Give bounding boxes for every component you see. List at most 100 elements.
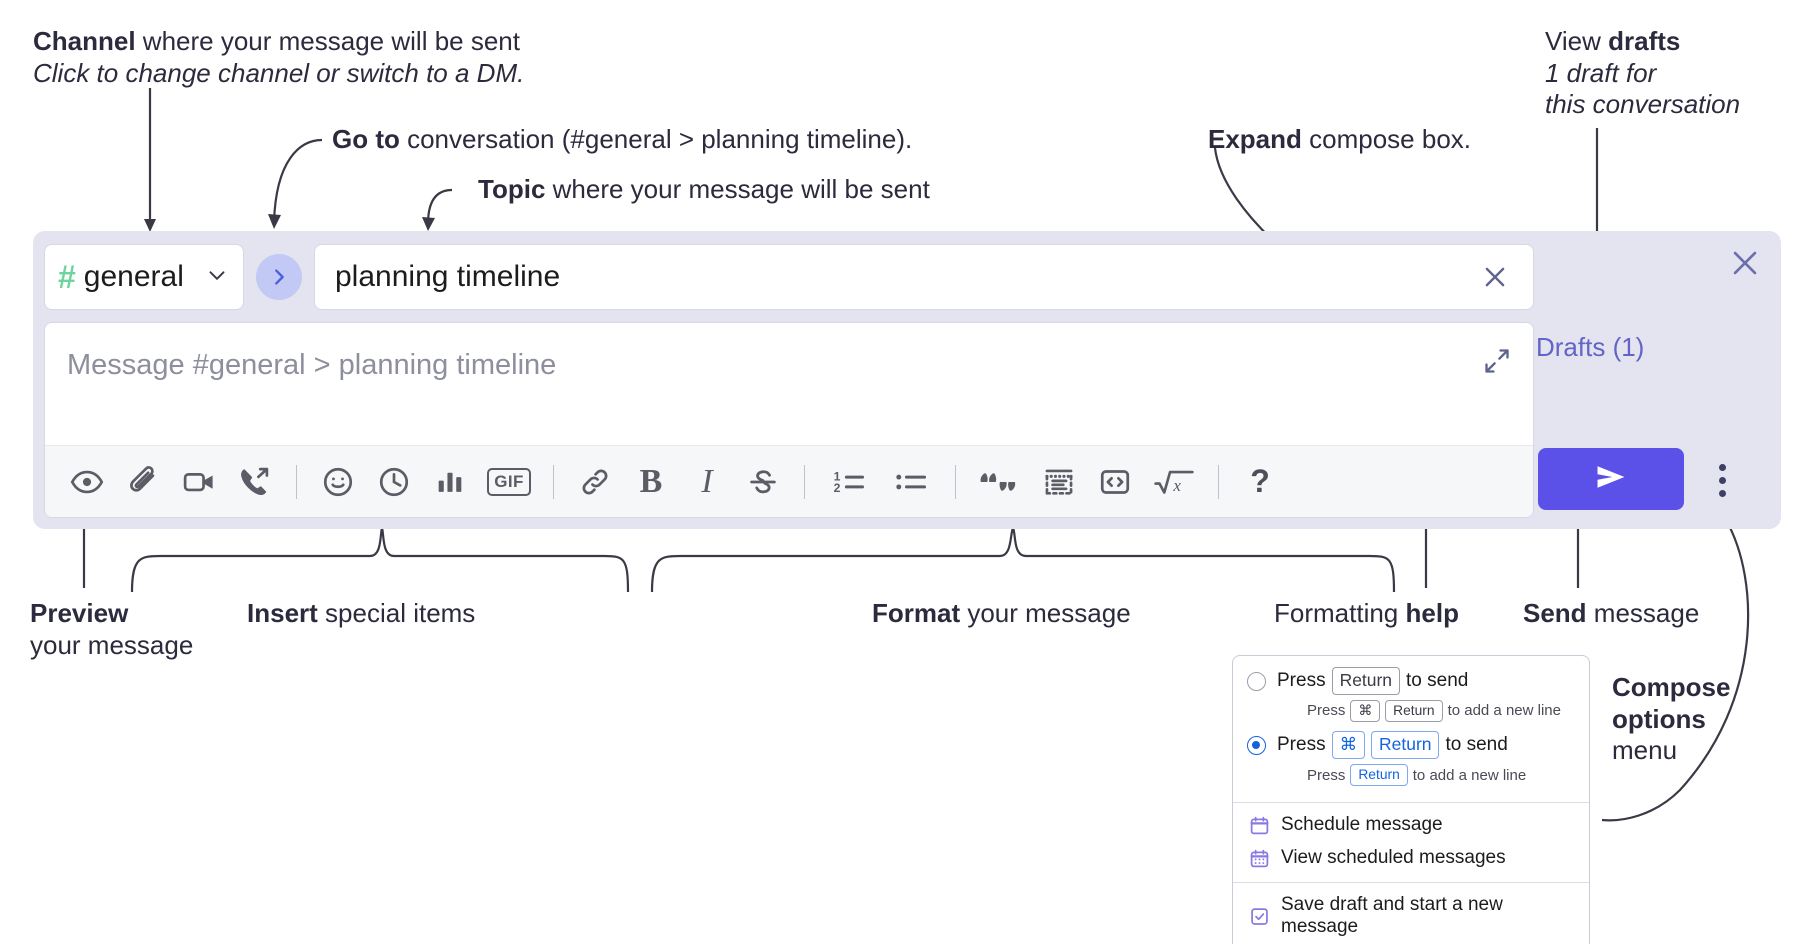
key-command: ⌘ — [1350, 699, 1381, 723]
text: Press — [1307, 766, 1346, 784]
radio-unselected[interactable] — [1247, 672, 1266, 691]
annotation-insert-rest: special items — [317, 598, 476, 628]
send-option-return-sub: Press ⌘ Return to add a new line — [1307, 699, 1561, 723]
menu-item-view-scheduled-messages[interactable]: View scheduled messages — [1233, 842, 1589, 875]
annotation-compose-plain: menu — [1612, 735, 1678, 766]
gif-label: GIF — [487, 467, 531, 496]
bold-icon[interactable]: B — [623, 454, 679, 510]
bar-chart-icon[interactable] — [422, 454, 478, 510]
menu-item-label: Save draft and start a new message — [1281, 894, 1503, 938]
compose-options-menu: Press Return to send Press ⌘ Return to a… — [1232, 655, 1590, 944]
annotation-format-rest: your message — [960, 598, 1131, 628]
drafts-link[interactable]: Drafts (1) — [1536, 332, 1645, 362]
annotation-drafts-italic-2: this conversation — [1545, 89, 1741, 120]
clear-topic-icon[interactable] — [1473, 255, 1517, 299]
annotation-send-bold: Send — [1523, 598, 1587, 628]
annotation-help-bold: help — [1405, 598, 1459, 628]
help-icon[interactable]: ? — [1232, 454, 1288, 510]
clock-icon[interactable] — [366, 454, 422, 510]
annotation-compose-options: Compose options menu — [1612, 672, 1730, 767]
text: to send — [1406, 669, 1469, 691]
menu-item-label: Schedule message — [1281, 814, 1443, 836]
annotation-help-plain: Formatting — [1274, 598, 1406, 628]
preview-icon[interactable] — [59, 454, 115, 510]
annotation-topic: Topic where your message will be sent — [478, 174, 930, 206]
save-draft-icon — [1249, 906, 1270, 927]
text: to send — [1445, 734, 1508, 756]
channel-name: general — [83, 260, 184, 293]
channel-selector[interactable]: # general — [44, 244, 244, 310]
annotation-preview: Preview your message — [30, 598, 193, 661]
menu-item-schedule-message[interactable]: Schedule message — [1233, 809, 1589, 842]
annotation-preview-rest: your message — [30, 629, 194, 660]
italic-label: I — [701, 462, 713, 500]
send-button[interactable] — [1538, 448, 1684, 510]
toolbar-separator — [553, 464, 554, 499]
text: to add a new line — [1447, 702, 1561, 720]
topic-input[interactable] — [333, 259, 1473, 295]
key-command: ⌘ — [1331, 731, 1366, 759]
annotation-goto-rest: conversation (#general > planning timeli… — [399, 124, 913, 154]
link-icon[interactable] — [567, 454, 623, 510]
annotation-compose-bold-1: Compose — [1612, 672, 1731, 702]
annotation-goto: Go to conversation (#general > planning … — [332, 124, 912, 156]
annotation-channel: Channel where your message will be sent … — [33, 26, 524, 89]
help-label: ? — [1250, 463, 1270, 499]
svg-text:2: 2 — [834, 480, 841, 494]
attachment-icon[interactable] — [115, 454, 171, 510]
ordered-list-icon[interactable]: 1 2 — [818, 454, 880, 510]
goto-conversation-button[interactable] — [256, 254, 302, 300]
annotation-topic-rest: where your message will be sent — [545, 174, 930, 204]
code-block-icon[interactable] — [1031, 454, 1087, 510]
annotation-drafts-prefix: View — [1545, 26, 1609, 56]
key-return: Return — [1371, 731, 1440, 759]
annotation-format-bold: Format — [872, 598, 961, 628]
menu-item-label: View scheduled messages — [1281, 847, 1506, 869]
chevron-down-icon — [204, 262, 230, 293]
menu-item-save-draft[interactable]: Save draft and start a new message — [1233, 889, 1589, 944]
send-option-cmd-return[interactable]: Press ⌘ Return to send Press Return to a… — [1233, 731, 1589, 795]
emoji-icon[interactable] — [310, 454, 366, 510]
compose-panel: # general Message #general > — [33, 231, 1781, 529]
text: Press — [1277, 734, 1326, 756]
topic-field[interactable] — [314, 244, 1534, 310]
video-camera-icon[interactable] — [171, 454, 227, 510]
key-return: Return — [1385, 699, 1443, 723]
annotation-formatting-help: Formatting help — [1274, 598, 1459, 630]
annotation-send: Send message — [1523, 598, 1699, 630]
code-icon[interactable] — [1087, 454, 1143, 510]
annotation-channel-italic: Click to change channel or switch to a D… — [33, 57, 525, 88]
toolbar-separator — [804, 464, 805, 499]
key-return: Return — [1331, 667, 1401, 695]
svg-text:x: x — [1172, 476, 1181, 495]
message-placeholder: Message #general > planning timeline — [67, 349, 557, 381]
strikethrough-icon[interactable] — [735, 454, 791, 510]
menu-divider — [1233, 882, 1589, 884]
text: Press — [1307, 702, 1346, 720]
kebab-dot — [1718, 489, 1726, 497]
annotation-compose-bold-2: options — [1612, 703, 1706, 734]
math-icon[interactable]: x — [1143, 454, 1205, 510]
svg-text:1: 1 — [834, 469, 841, 483]
annotation-channel-bold: Channel — [33, 26, 136, 56]
send-option-cmd-return-label: Press ⌘ Return to send — [1277, 731, 1526, 759]
bulleted-list-icon[interactable] — [880, 454, 942, 510]
annotation-channel-rest: where your message will be sent — [135, 26, 520, 56]
gif-icon[interactable]: GIF — [478, 454, 540, 510]
italic-icon[interactable]: I — [679, 454, 735, 510]
radio-selected[interactable] — [1247, 736, 1266, 756]
close-icon[interactable] — [1725, 243, 1765, 283]
annotation-expand-rest: compose box. — [1301, 124, 1472, 154]
compose-header-row: # general — [44, 242, 1534, 312]
send-option-return[interactable]: Press Return to send Press ⌘ Return to a… — [1233, 667, 1589, 731]
annotation-format: Format your message — [872, 598, 1131, 630]
annotation-drafts: View drafts 1 draft for this conversatio… — [1545, 26, 1740, 121]
blockquote-icon[interactable] — [969, 454, 1031, 510]
toolbar-separator — [1218, 464, 1219, 499]
compose-options-button[interactable] — [1707, 455, 1737, 505]
formatting-toolbar: GIF B I — [45, 445, 1533, 517]
expand-compose-icon[interactable] — [1475, 339, 1519, 383]
phone-forward-icon[interactable] — [227, 454, 283, 510]
message-compose-box[interactable]: Message #general > planning timeline — [44, 322, 1534, 518]
annotation-expand-bold: Expand — [1208, 124, 1302, 154]
